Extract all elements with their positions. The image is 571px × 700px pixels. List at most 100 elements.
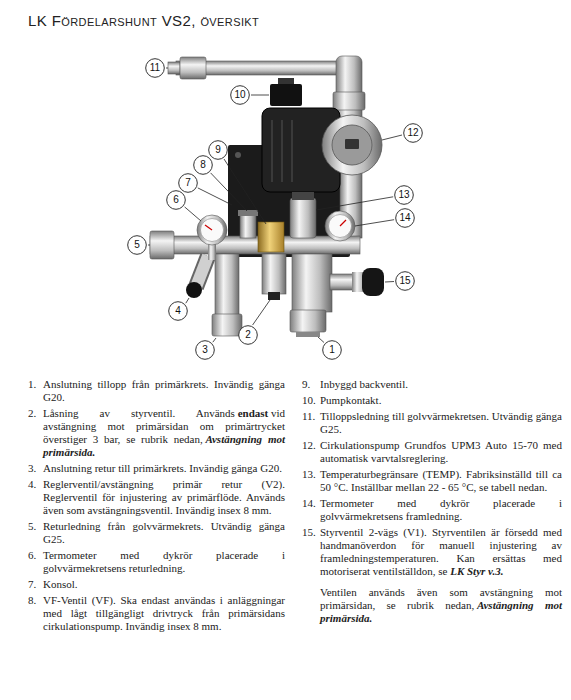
list-text: Returledning från golvvärmekrets. Utvänd… (43, 520, 285, 546)
list-text-part: Returledning från golvvärmekrets. Utvänd… (43, 520, 285, 545)
list-item: 8.VF-Ventil (VF). Ska endast användas i … (28, 594, 285, 633)
list-number: 9. (302, 378, 320, 391)
primary-return-nut (212, 314, 242, 336)
pump-connector (270, 84, 302, 106)
list-number: 6. (28, 549, 43, 575)
list-text-part: Temperaturbegränsare (TEMP). Fabriksinst… (320, 468, 562, 493)
thermometer-face (329, 215, 352, 238)
legend-column: 1.Anslutning tillopp från primärkrets. I… (28, 378, 285, 636)
primary-supply-nut (290, 310, 326, 332)
leader-line (253, 300, 270, 325)
list-number: 8. (28, 594, 43, 633)
leader-line (185, 207, 201, 221)
list-item: 15.Styrventil 2-vägs (V1). Styrventilen … (302, 526, 562, 578)
list-item: 1.Anslutning tillopp från primärkrets. I… (28, 378, 285, 404)
bracket-hole (235, 152, 241, 158)
list-number: 13. (302, 468, 320, 494)
leader-line (251, 95, 269, 96)
thermometer-needle (340, 220, 346, 226)
list-item: 7.Konsol. (28, 578, 285, 591)
leader-line (198, 188, 232, 205)
callout-number-text: 8 (200, 160, 206, 170)
motor-rib (281, 120, 283, 182)
list-number: 15. (302, 526, 320, 578)
callout-number-text: 3 (202, 345, 208, 355)
primary-return-pipe (215, 254, 239, 316)
list-number: 12. (302, 439, 320, 465)
pump-display (345, 139, 359, 149)
list-text: Termometer med dykrör placerade i golvvä… (43, 549, 285, 575)
list-number: 2. (28, 407, 43, 459)
pipe-thread (168, 62, 180, 74)
callout-number-text: 6 (173, 195, 179, 205)
leader-line (385, 281, 394, 283)
list-text-part: Inbyggd backventil. (320, 378, 408, 390)
lock-body (262, 254, 286, 294)
thermometer-face (201, 219, 224, 242)
callout-number: 4 (168, 301, 188, 321)
list-number: 10. (302, 394, 320, 407)
list-text: Tilloppsledning till golvvärmekretsen. U… (320, 410, 562, 436)
leader-line (316, 197, 393, 210)
list-number: 1. (28, 378, 43, 404)
list-number: 14. (302, 497, 320, 523)
callout-circle-outline (167, 191, 186, 210)
list-text-part: LK Styr v.3. (450, 565, 503, 577)
callout-circle-outline (194, 156, 213, 175)
callout-number-text: 11 (150, 63, 160, 73)
callout-number-text: 9 (215, 145, 221, 155)
leader-line (355, 220, 394, 226)
leader-line (166, 68, 168, 69)
list-item: 11.Tilloppsledning till golvvärmekretsen… (302, 410, 562, 436)
callout-number: 13 (394, 185, 414, 205)
callout-number: 11 (145, 58, 165, 78)
leader-line (213, 338, 216, 342)
list-text: Termometer med dykrör placerade i golvvä… (320, 497, 562, 523)
callout-number-text: 12 (407, 128, 418, 138)
callout-number: 2 (238, 325, 258, 345)
pipe-nut (180, 57, 206, 79)
return-nut (150, 231, 174, 259)
list-text: Reglerventil/avstängning primär retur (V… (43, 478, 285, 517)
list-item: 9.Inbyggd backventil. (302, 378, 562, 391)
list-text: VF-Ventil (VF). Ska endast användas i an… (43, 594, 285, 633)
leader-line (224, 159, 266, 224)
list-text-part: Pumpkontakt. (320, 394, 381, 406)
list-text-part: Termometer med dykrör placerade i golvvä… (43, 549, 285, 574)
list-number: 5. (28, 520, 43, 546)
callout-number-text: 2 (245, 330, 251, 340)
callout-circle-outline (209, 141, 228, 160)
list-item: 3.Anslutning retur till primärkrets. Inv… (28, 462, 285, 475)
list-text-part: endast (238, 407, 269, 419)
primary-supply-end (296, 332, 320, 337)
valve-body (196, 256, 208, 287)
list-item: Ventilen används även som avstängning mo… (302, 586, 562, 625)
list-item: 6.Termometer med dykrör placerade i golv… (28, 549, 285, 575)
motor-rib (271, 120, 273, 182)
list-number: 4. (28, 478, 43, 517)
pump-face (332, 125, 372, 165)
list-text: Cirkulationspump Grundfos UPM3 Auto 15-7… (320, 439, 562, 465)
callout-number: 8 (193, 155, 213, 175)
leader-line (382, 135, 402, 140)
legend-column: 9.Inbyggd backventil.10.Pumpkontakt.11.T… (302, 378, 562, 628)
callout-number-text: 14 (399, 213, 410, 223)
list-text-part: Termometer med dykrör placerade i golvvä… (320, 497, 562, 522)
list-item: 4.Reglerventil/avstängning primär retur … (28, 478, 285, 517)
callout-number-text: 4 (175, 306, 181, 316)
list-number: 11. (302, 410, 320, 436)
list-item: 10.Pumpkontakt. (302, 394, 562, 407)
callout-circle-outline (146, 59, 165, 78)
list-item: 12.Cirkulationspump Grundfos UPM3 Auto 1… (302, 439, 562, 465)
leader-lines (148, 68, 402, 343)
callout-circle-outline (404, 124, 423, 143)
callout-circle-outline (169, 302, 188, 321)
return-manifold (150, 236, 360, 254)
list-item: 13.Temperaturbegränsare (TEMP). Fabriksi… (302, 468, 562, 494)
callout-number: 6 (166, 190, 186, 210)
list-text-part: Anslutning retur till primärkrets. Invän… (43, 462, 282, 474)
list-text: Styrventil 2-vägs (V1). Styrventilen är … (320, 526, 562, 578)
temp-limiter (290, 198, 316, 238)
elbow-nut (333, 92, 365, 110)
control-valve-body (292, 254, 332, 312)
